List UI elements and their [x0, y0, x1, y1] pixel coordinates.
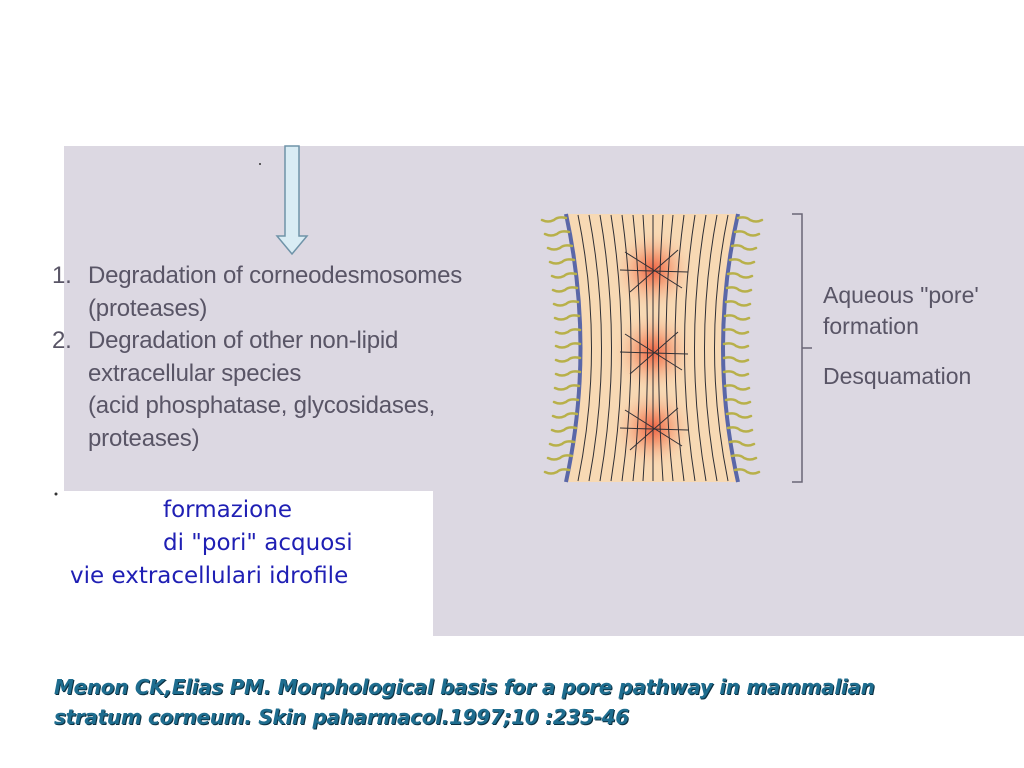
italian-caption: formazione di "pori" acquosi vie extrace…: [70, 494, 353, 593]
right-bracket: [792, 213, 812, 483]
aqueous-pore-line2: formation: [823, 313, 919, 339]
italian-caption-line3: vie extracellulari idrofile: [70, 563, 349, 589]
stratum-corneum-diagram: [540, 213, 764, 483]
down-arrow-icon: [275, 145, 309, 256]
citation: Menon CK,Elias PM. Morphological basis f…: [54, 672, 1014, 732]
step-2: 2. Degradation of other non-lipid: [52, 325, 532, 358]
stray-dot-left: [54, 492, 58, 496]
aqueous-pore-line1: Aqueous "pore': [823, 282, 979, 308]
step-2-line2: extracellular species: [88, 359, 302, 387]
step-2-line3: (acid phosphatase, glycosidases,: [88, 392, 436, 419]
stray-dot: [259, 163, 261, 165]
italian-caption-line1: formazione: [163, 497, 292, 523]
lipid-tails-left: [540, 216, 582, 475]
degradation-steps: 1. Degradation of corneodesmosomes (prot…: [52, 260, 532, 455]
italian-caption-line2: di "pori" acquosi: [163, 530, 353, 556]
step-1-line1: Degradation of corneodesmosomes: [88, 262, 463, 289]
pore-centers: [619, 240, 689, 458]
membrane-right: [721, 213, 740, 483]
aqueous-pore-label: Aqueous "pore' formation: [823, 280, 979, 342]
italian-caption-box: [50, 491, 433, 646]
step-2-line1: Degradation of other non-lipid: [88, 327, 399, 354]
step-1: 1. Degradation of corneodesmosomes: [52, 260, 532, 293]
citation-line1: Menon CK,Elias PM. Morphological basis f…: [54, 675, 875, 699]
desquamation-label: Desquamation: [823, 363, 972, 389]
citation-line2: stratum corneum. Skin paharmacol.1997;10…: [54, 705, 629, 729]
step-1-number: 1.: [52, 262, 72, 289]
step-1-line2: (proteases): [88, 294, 208, 322]
membrane-left: [564, 213, 583, 483]
lipid-tails-right: [722, 216, 764, 475]
step-2-line4: proteases): [88, 424, 200, 452]
step-2-number: 2.: [52, 327, 72, 354]
